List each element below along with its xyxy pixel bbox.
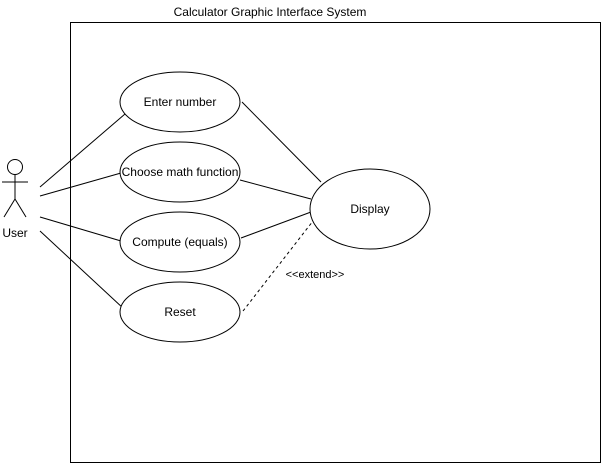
use-case-label: Compute (equals) — [132, 235, 227, 249]
association-user-compute-equals — [39, 216, 122, 242]
association-user-choose-math-function — [39, 172, 122, 197]
association-enter-number-display — [241, 101, 322, 183]
actor-left-leg — [3, 198, 16, 218]
use-case-label: Display — [350, 202, 389, 216]
actor-label: User — [2, 226, 27, 240]
use-case-reset[interactable]: Reset — [119, 281, 241, 343]
use-case-label: Enter number — [144, 95, 217, 109]
use-case-display[interactable]: Display — [309, 168, 431, 250]
system-title: Calculator Graphic Interface System — [174, 5, 367, 19]
actor-user[interactable]: User — [2, 159, 28, 241]
use-case-choose-math-function[interactable]: Choose math function — [119, 141, 241, 203]
use-case-label: Choose math function — [122, 165, 239, 179]
association-user-reset — [39, 230, 125, 310]
actor-head — [7, 159, 23, 175]
association-compute-equals-display — [240, 211, 312, 239]
association-choose-math-function-display — [239, 179, 312, 200]
use-case-enter-number[interactable]: Enter number — [119, 71, 241, 133]
extend-label: <<extend>> — [286, 269, 345, 281]
association-user-enter-number — [39, 113, 126, 188]
extend-reset-display — [242, 220, 314, 312]
use-case-compute-equals[interactable]: Compute (equals) — [119, 211, 241, 273]
actor-right-leg — [14, 198, 27, 218]
use-case-label: Reset — [164, 305, 196, 319]
